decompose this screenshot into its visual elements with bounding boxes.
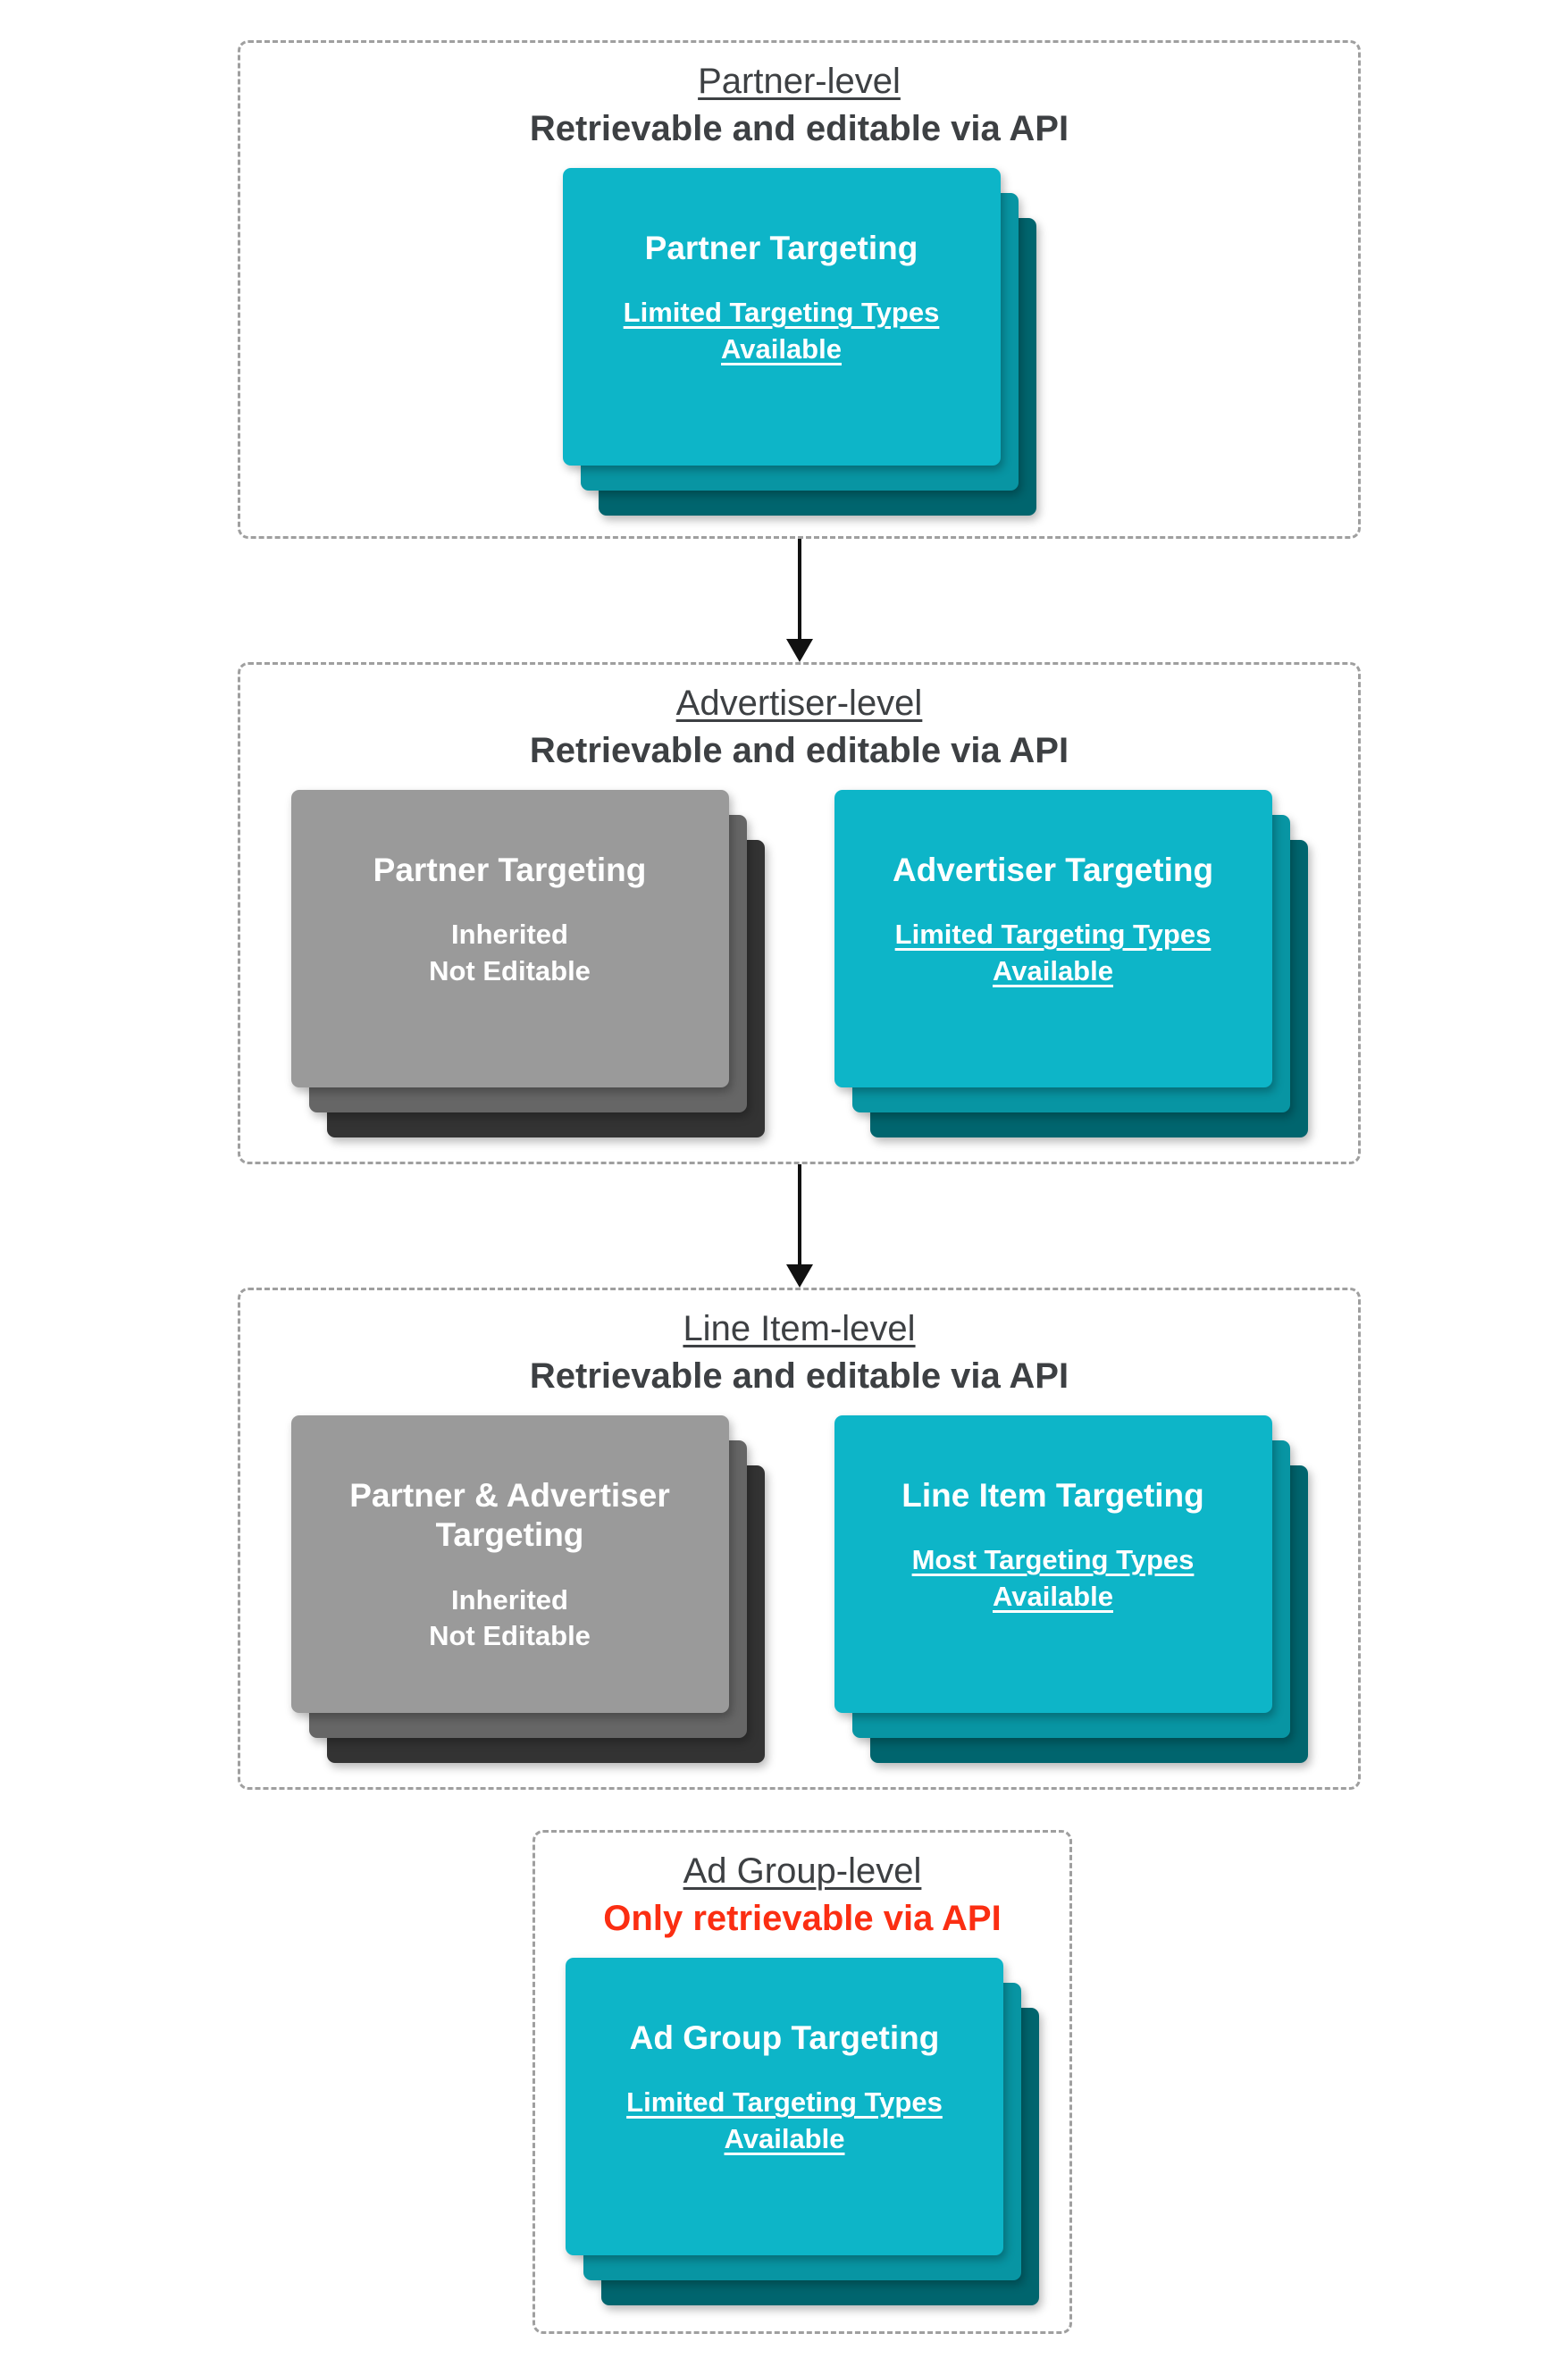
card-body: Inherited Not Editable (318, 917, 702, 989)
section-subtitle: Retrievable and editable via API (529, 1356, 1069, 1396)
card-body-line: Limited Targeting Types (623, 297, 940, 329)
down-arrow (786, 1164, 813, 1288)
card-body-line: Available (724, 2122, 845, 2154)
card-body: Inherited Not Editable (318, 1582, 702, 1655)
card-title: Advertiser Targeting (892, 852, 1214, 888)
card-inherited-partner-advertiser-targeting: Partner & Advertiser Targeting Inherited… (290, 1415, 729, 1713)
section-ad-group-level: Ad Group-level Only retrievable via API … (532, 1830, 1072, 2334)
card-body-line: Not Editable (429, 954, 591, 986)
card-advertiser-targeting: Advertiser Targeting Limited Targeting T… (834, 790, 1272, 1087)
card-body: Most Targeting Types Available (861, 1542, 1245, 1615)
card-title: Partner Targeting (373, 852, 647, 888)
down-arrow-head-icon (786, 1264, 813, 1288)
card-body-line: Inherited (451, 919, 568, 951)
card-body-line: Inherited (451, 1583, 568, 1616)
card-ad-group-targeting: Ad Group Targeting Limited Targeting Typ… (566, 1958, 1003, 2255)
section-subtitle: Retrievable and editable via API (529, 109, 1069, 148)
section-title: Line Item-level (683, 1309, 916, 1348)
card-stack-ad-group-targeting: Ad Group Targeting Limited Targeting Typ… (566, 1958, 1039, 2305)
card-line-item-targeting: Line Item Targeting Most Targeting Types… (834, 1415, 1272, 1713)
card-title: Line Item Targeting (901, 1477, 1204, 1514)
card-body-line: Available (721, 332, 842, 365)
card-title: Partner Targeting (644, 230, 918, 266)
arrow-shaft (798, 539, 801, 639)
card-body: Limited Targeting Types Available (592, 2085, 977, 2157)
card-body-line: Limited Targeting Types (626, 2086, 943, 2119)
card-body-line: Not Editable (429, 1620, 591, 1652)
section-advertiser-level: Advertiser-level Retrievable and editabl… (238, 662, 1361, 1164)
card-body-line: Available (993, 1580, 1113, 1612)
section-partner-level: Partner-level Retrievable and editable v… (238, 40, 1361, 539)
card-inherited-partner-targeting: Partner Targeting Inherited Not Editable (290, 790, 729, 1087)
cards-row: Partner & Advertiser Targeting Inherited… (240, 1415, 1358, 1763)
card-stack-advertiser-targeting: Advertiser Targeting Limited Targeting T… (834, 790, 1308, 1137)
cards-row: Partner Targeting Limited Targeting Type… (240, 168, 1358, 516)
section-title: Advertiser-level (675, 684, 923, 723)
section-title: Ad Group-level (683, 1851, 922, 1891)
cards-row: Ad Group Targeting Limited Targeting Typ… (535, 1958, 1069, 2305)
arrow-shaft (798, 1164, 801, 1264)
card-body-line: Limited Targeting Types (894, 919, 1212, 951)
card-stack-partner-targeting: Partner Targeting Limited Targeting Type… (562, 168, 1036, 516)
card-partner-targeting: Partner Targeting Limited Targeting Type… (562, 168, 1001, 466)
card-stack-line-item-targeting: Line Item Targeting Most Targeting Types… (834, 1415, 1308, 1763)
card-title: Partner & Advertiser Targeting (349, 1477, 670, 1554)
card-body-line: Available (993, 954, 1113, 986)
card-stack-inherited-partner-advertiser-targeting: Partner & Advertiser Targeting Inherited… (290, 1415, 765, 1763)
section-title: Partner-level (698, 62, 901, 101)
section-line-item-level: Line Item-level Retrievable and editable… (238, 1288, 1361, 1790)
card-stack-inherited-partner-targeting: Partner Targeting Inherited Not Editable (290, 790, 765, 1137)
card-title: Ad Group Targeting (629, 2019, 940, 2056)
card-body: Limited Targeting Types Available (590, 295, 974, 367)
down-arrow-head-icon (786, 639, 813, 662)
cards-row: Partner Targeting Inherited Not Editable… (240, 790, 1358, 1137)
section-subtitle: Retrievable and editable via API (529, 731, 1069, 770)
section-subtitle: Only retrievable via API (603, 1899, 1002, 1938)
down-arrow (786, 539, 813, 662)
card-body: Limited Targeting Types Available (861, 917, 1245, 989)
card-body-line: Most Targeting Types (911, 1544, 1195, 1576)
